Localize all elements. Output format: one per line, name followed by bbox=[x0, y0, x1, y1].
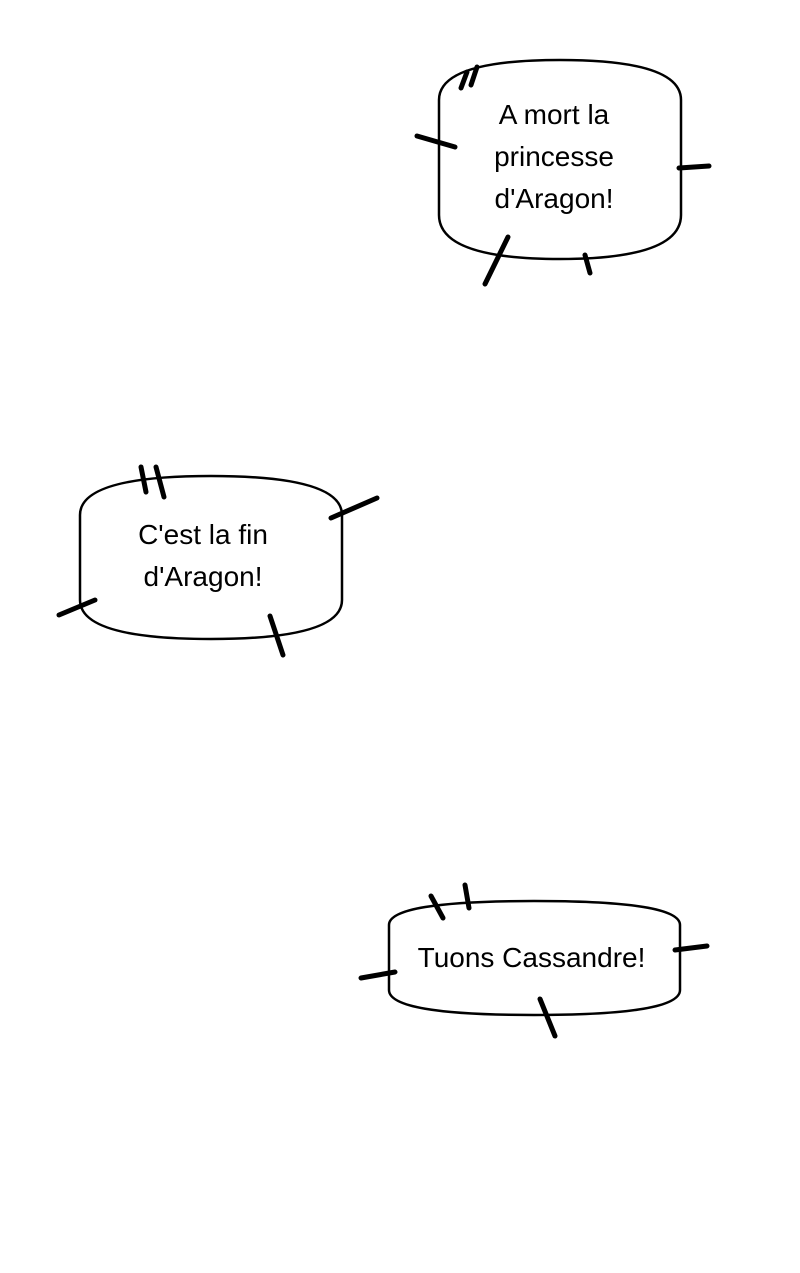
bubble-2-outline bbox=[78, 474, 344, 641]
speech-bubble-2 bbox=[56, 464, 380, 658]
bubble-2-tick bbox=[153, 464, 167, 500]
bubble-3-tick bbox=[537, 996, 558, 1039]
bubble-1-tick bbox=[458, 69, 470, 91]
bubble-3-tick bbox=[358, 969, 398, 981]
bubble-1-text: A mort la princesse d'Aragon! bbox=[439, 94, 669, 220]
bubble-3-tick bbox=[462, 882, 472, 911]
bubble-2-tick bbox=[138, 464, 149, 495]
bubble-1-tick bbox=[676, 163, 712, 171]
bubble-2-text: C'est la fin d'Aragon! bbox=[80, 514, 326, 598]
bubble-2-tick bbox=[267, 613, 286, 658]
bubble-2-line: C'est la fin bbox=[138, 519, 268, 550]
bubble-1-line: d'Aragon! bbox=[494, 183, 614, 214]
bubble-1-line: A mort la bbox=[498, 99, 610, 130]
speech-bubble-3 bbox=[358, 882, 710, 1039]
bubble-3-tick bbox=[672, 943, 710, 953]
bubble-3-text: Tuons Cassandre! bbox=[389, 937, 674, 979]
bubble-1-tick bbox=[482, 234, 511, 287]
bubble-1-line: princesse bbox=[494, 141, 614, 172]
bubble-3-tick bbox=[428, 893, 446, 921]
bubble-1-outline bbox=[437, 58, 683, 261]
bubble-1-tick bbox=[468, 64, 480, 88]
bubble-2-line: d'Aragon! bbox=[143, 561, 263, 592]
bubble-1-tick bbox=[582, 252, 593, 276]
bubble-3-outline bbox=[387, 899, 682, 1017]
bubble-2-tick bbox=[328, 495, 380, 521]
speech-bubble-1 bbox=[414, 58, 712, 287]
bubble-2-tick bbox=[56, 597, 98, 618]
bubble-3-line: Tuons Cassandre! bbox=[417, 942, 646, 973]
bubble-1-tick bbox=[414, 133, 458, 150]
